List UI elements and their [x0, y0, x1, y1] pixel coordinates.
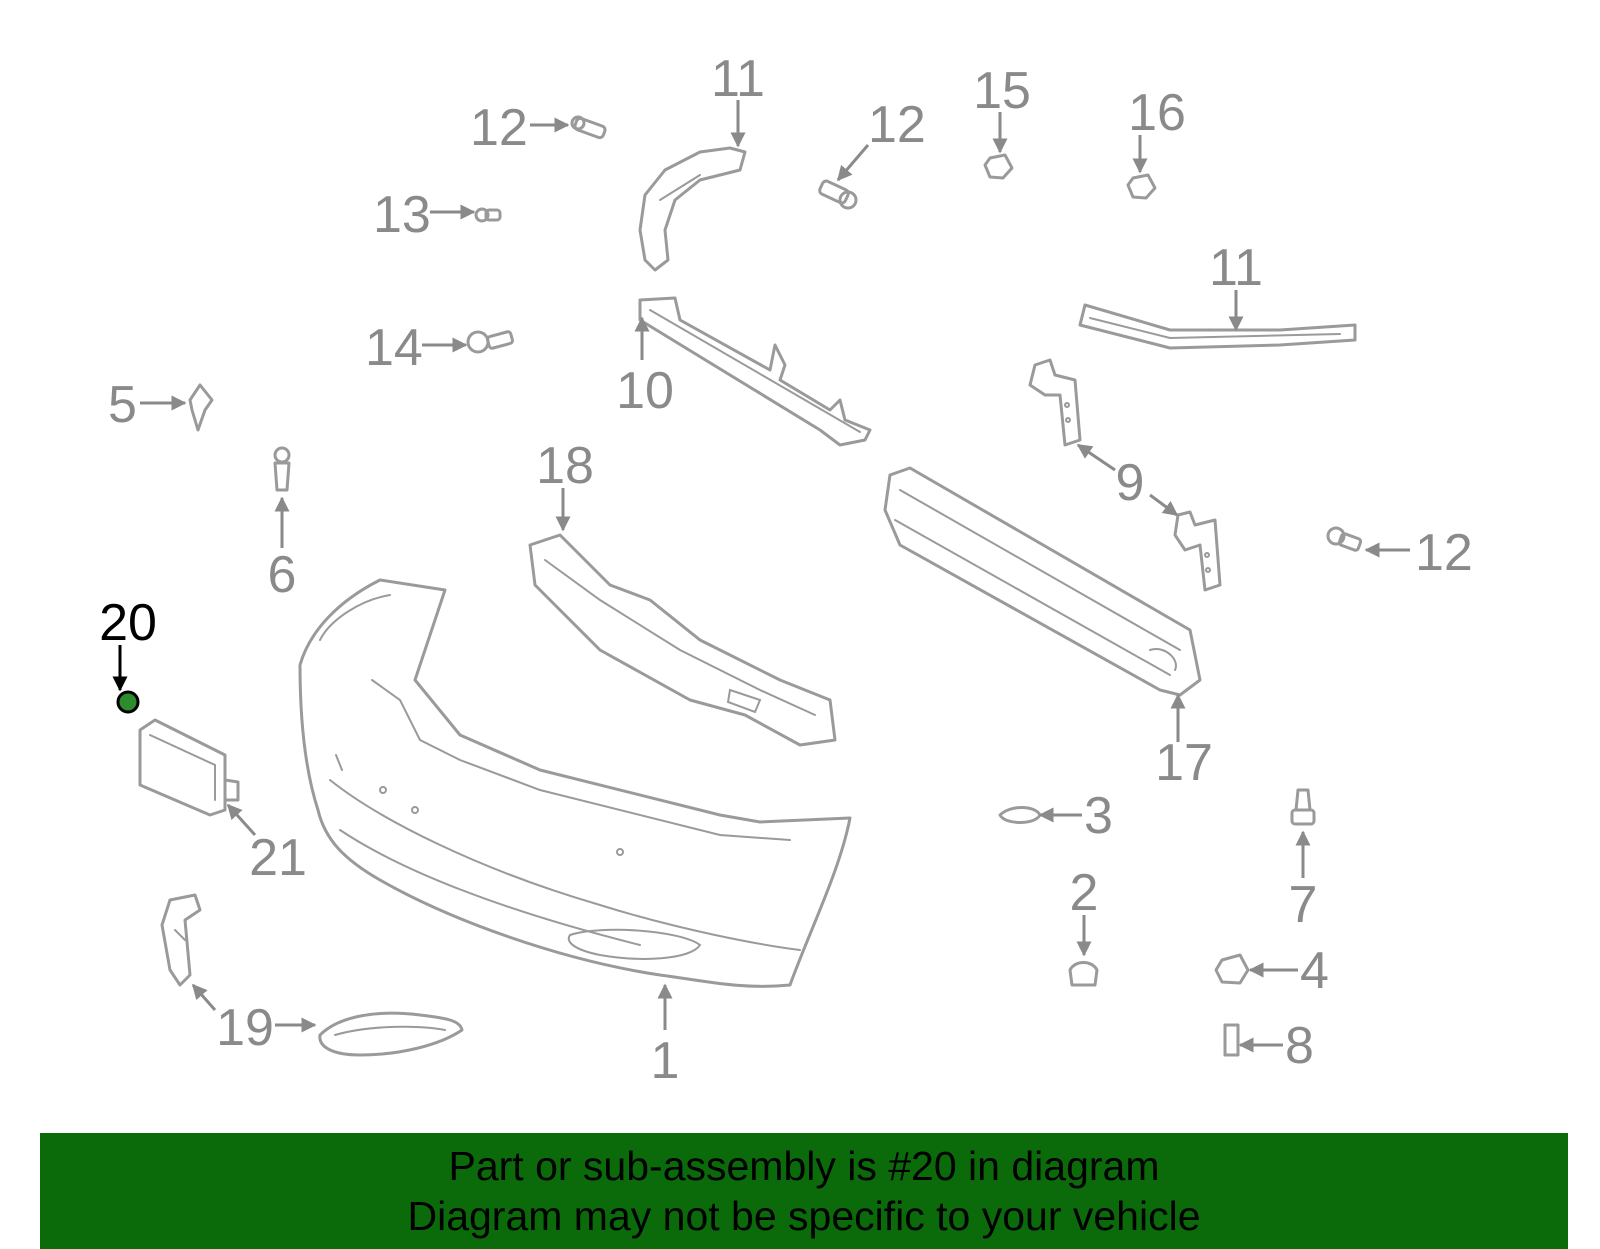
- part-clip-14: [466, 330, 514, 354]
- callout-7: 7: [1289, 830, 1318, 934]
- callout-16: 16: [1128, 84, 1186, 174]
- callout-11a: 11: [711, 50, 765, 148]
- callout-label: 1: [651, 1032, 680, 1090]
- part-clip-2: [1068, 961, 1099, 987]
- callout-label: 10: [616, 362, 674, 420]
- callout-8: 8: [1238, 1017, 1314, 1075]
- callout-label: 18: [536, 437, 594, 495]
- callout-18: 18: [536, 437, 594, 532]
- part-license-bracket: [138, 718, 240, 817]
- callout-12c: 12: [1364, 524, 1473, 582]
- callout-12a: 12: [470, 99, 570, 157]
- callout-4: 4: [1248, 942, 1329, 1000]
- callout-11b: 11: [1209, 239, 1263, 332]
- callout-label: 11: [711, 50, 765, 108]
- part-retainer-bracket-left: [638, 146, 747, 272]
- callout-10: 10: [616, 316, 674, 420]
- callout-20: 20: [99, 594, 157, 692]
- part-bolt-8: [1223, 1023, 1240, 1057]
- part-retainer-strip-right: [1078, 303, 1357, 350]
- callout-label: 4: [1300, 942, 1329, 1000]
- callout-label: 8: [1285, 1017, 1314, 1075]
- part-bolt-12a: [570, 115, 607, 140]
- part-nut-4: [1214, 953, 1250, 985]
- callout-1: 1: [651, 983, 680, 1090]
- part-side-bracket-upper: [1028, 358, 1082, 447]
- callout-5: 5: [108, 376, 187, 434]
- part-side-bracket-lower: [1173, 510, 1222, 592]
- callout-3: 3: [1038, 787, 1113, 845]
- callout-label: 12: [470, 99, 528, 157]
- callout-label: 3: [1084, 787, 1113, 845]
- callout-label: 12: [1415, 524, 1473, 582]
- callout-15: 15: [973, 62, 1031, 154]
- callout-label: 9: [1116, 454, 1145, 512]
- part-energy-absorber: [528, 533, 837, 747]
- info-banner: Part or sub-assembly is #20 in diagram D…: [40, 1133, 1568, 1249]
- part-bumper-cover: [298, 578, 852, 988]
- part-nut-16: [1126, 173, 1157, 200]
- callout-label: 17: [1155, 734, 1213, 792]
- part-bracket-19-left: [160, 893, 202, 987]
- callout-2: 2: [1070, 864, 1099, 957]
- callout-17: 17: [1155, 693, 1213, 792]
- callout-14: 14: [365, 319, 468, 377]
- part-clip-20-highlighted: [116, 690, 140, 714]
- callout-6: 6: [268, 496, 297, 604]
- part-screw-7: [1290, 788, 1316, 826]
- callout-12b: 12: [836, 96, 926, 182]
- part-screw-6: [273, 446, 291, 492]
- banner-line-disclaimer: Diagram may not be specific to your vehi…: [407, 1193, 1201, 1239]
- part-clip-13: [474, 207, 502, 223]
- part-nut-15: [983, 153, 1014, 180]
- callout-label: 2: [1070, 864, 1099, 922]
- callout-label: 13: [373, 186, 431, 244]
- callout-label: 16: [1128, 84, 1186, 142]
- banner-line-part: Part or sub-assembly is #20 in diagram: [448, 1143, 1160, 1189]
- parts-diagram: 1 2 3 4 5 6 7 8 9 10 11 11: [99, 50, 1473, 1090]
- callout-label: 14: [365, 319, 423, 377]
- callout-label: 12: [868, 96, 926, 154]
- part-fog-cover-19: [318, 1011, 464, 1057]
- callout-label: 6: [268, 546, 297, 604]
- part-clip-5: [188, 383, 214, 432]
- callout-9: 9: [1076, 443, 1179, 517]
- callout-19: 19: [191, 983, 317, 1057]
- part-reinforcement-beam: [883, 466, 1202, 697]
- callout-13: 13: [373, 186, 476, 244]
- callout-label-highlighted: 20: [99, 594, 157, 652]
- callout-label: 5: [108, 376, 137, 434]
- callout-label: 15: [973, 62, 1031, 120]
- callout-label: 11: [1209, 239, 1263, 297]
- callout-21: 21: [226, 803, 307, 887]
- callout-label: 7: [1289, 876, 1318, 934]
- part-bolt-12c: [1326, 526, 1363, 552]
- part-bolt-12b: [818, 179, 858, 210]
- part-clip-3: [998, 806, 1042, 824]
- callout-label: 21: [249, 829, 307, 887]
- part-upper-retainer: [638, 296, 872, 447]
- callout-label: 19: [216, 999, 274, 1057]
